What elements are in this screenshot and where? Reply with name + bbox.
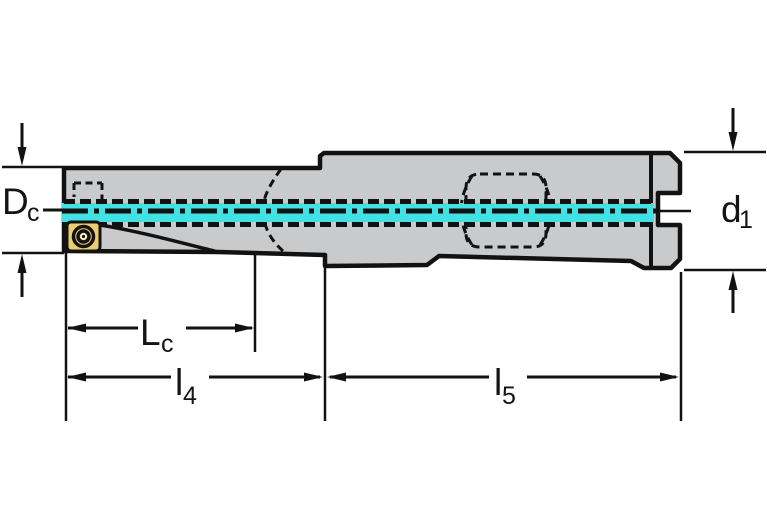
d1-label: d [721, 189, 742, 230]
dc-top-arrow-icon [17, 123, 27, 166]
dim-l5: l 5 [327, 362, 679, 410]
lc-label-sub: c [161, 330, 174, 358]
dim-l4: l 4 [67, 362, 323, 410]
dim-Dc: D c [2, 123, 64, 297]
l5-label-sub: 5 [502, 382, 516, 410]
d1-bottom-arrow-icon [728, 271, 738, 313]
hidden-insert-pocket-outline [72, 181, 104, 202]
l4-label-sub: 4 [183, 382, 197, 410]
l5-right-arrow-icon [660, 372, 679, 382]
coolant-channel [62, 203, 654, 222]
dc-label: D [2, 181, 29, 222]
lc-label: L [140, 312, 161, 353]
insert-screw-icon [71, 224, 96, 249]
l5-left-arrow-icon [327, 372, 346, 382]
coolant-channel-hidden-edges [64, 199, 654, 227]
dim-Lc: L c [67, 312, 254, 358]
lc-left-arrow-icon [67, 323, 86, 333]
flute-contour-line [99, 223, 219, 254]
lc-right-arrow-icon [235, 323, 254, 333]
dc-bottom-arrow-icon [17, 254, 27, 297]
l4-left-arrow-icon [67, 372, 86, 382]
l5-label: l [494, 362, 502, 403]
l4-label: l [175, 362, 183, 403]
d1-label-sub: 1 [739, 206, 753, 234]
hidden-coolant-chamber [459, 172, 553, 249]
dim-d1: d 1 [684, 108, 766, 313]
dc-label-sub: c [27, 199, 40, 227]
l4-right-arrow-icon [304, 372, 323, 382]
d1-top-arrow-icon [728, 108, 738, 151]
